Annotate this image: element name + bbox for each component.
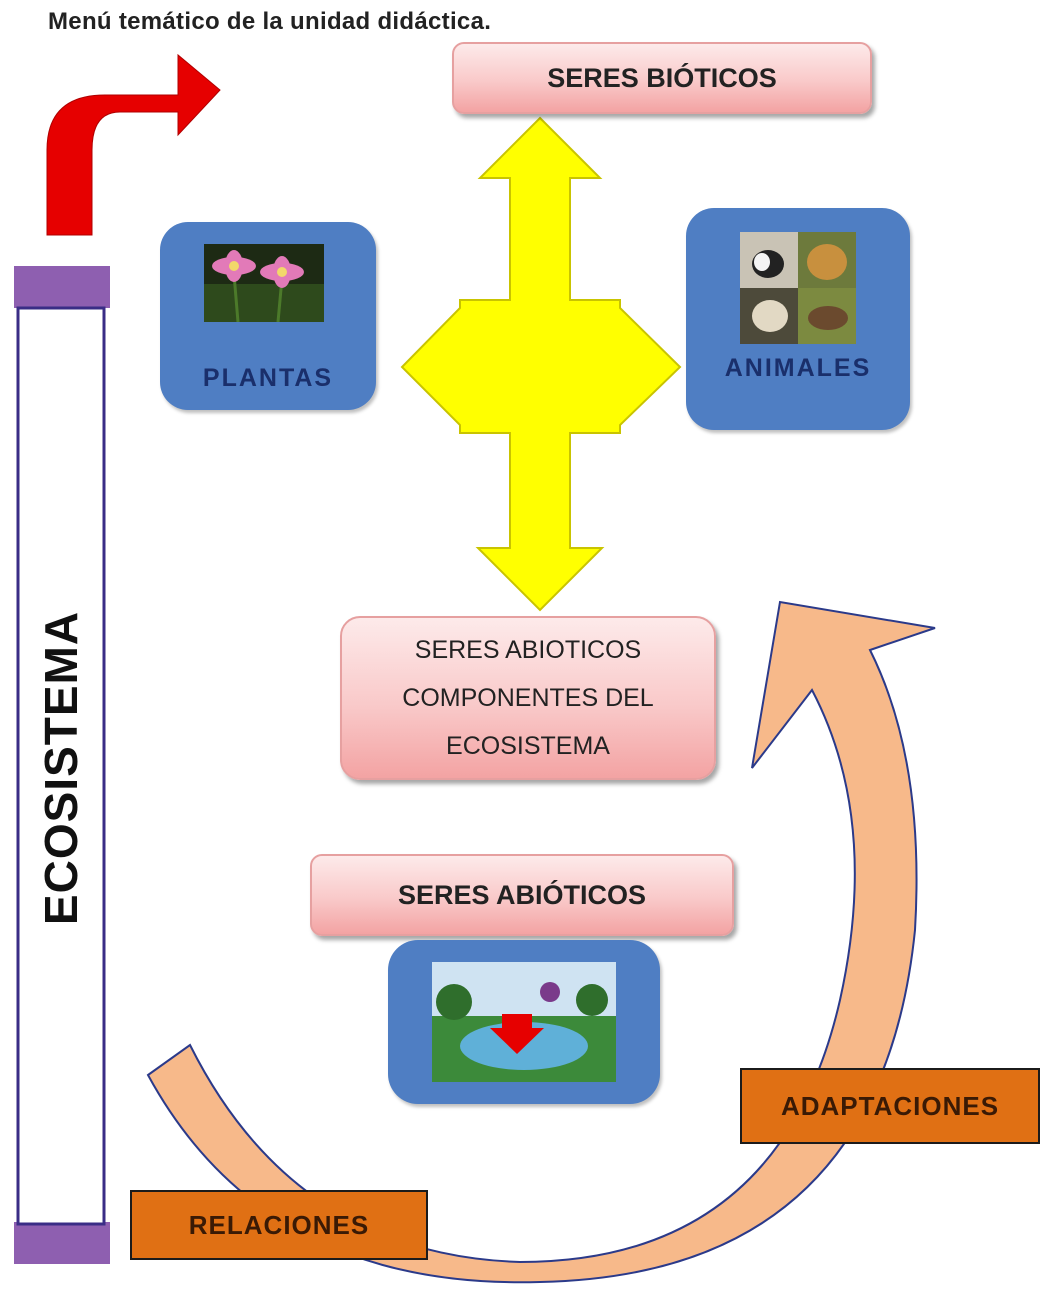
landscape-photo	[432, 962, 616, 1082]
cycle-arrow	[146, 600, 936, 1284]
abioticos-componentes-line2: COMPONENTES DEL	[402, 684, 654, 712]
animales-label: ANIMALES	[724, 354, 872, 382]
abioticos-componentes-line1: SERES ABIOTICOS	[414, 636, 642, 664]
adaptaciones-label: ADAPTACIONES	[780, 1090, 1000, 1121]
animales-box[interactable]: ANIMALES	[686, 208, 910, 430]
plantas-label: PLANTAS	[202, 364, 334, 392]
seres-bioticos-label: SERES BIÓTICOS	[547, 62, 777, 93]
seres-bioticos-box[interactable]: SERES BIÓTICOS	[452, 42, 872, 114]
red-bent-arrow	[46, 53, 221, 236]
side-bar-top-cap	[14, 266, 110, 308]
plantas-box[interactable]: PLANTAS	[160, 222, 376, 410]
adaptaciones-box[interactable]: ADAPTACIONES	[740, 1068, 1040, 1144]
side-bar-bottom-cap	[14, 1222, 110, 1264]
seres-abioticos-box[interactable]: SERES ABIÓTICOS	[310, 854, 734, 936]
yellow-cross-arrow	[400, 116, 682, 612]
relaciones-box[interactable]: RELACIONES	[130, 1190, 428, 1260]
side-bar-body	[16, 306, 106, 1226]
abioticos-image-box[interactable]	[388, 940, 660, 1104]
ecosistema-label: ECOSISTEMA	[35, 610, 87, 926]
animals-photo	[740, 232, 856, 344]
abioticos-componentes-line3: ECOSISTEMA	[446, 732, 610, 760]
flower-photo	[204, 244, 324, 322]
seres-abioticos-label: SERES ABIÓTICOS	[397, 879, 647, 910]
ecosistema-bar[interactable]: ECOSISTEMA	[18, 308, 104, 1228]
relaciones-label: RELACIONES	[188, 1209, 370, 1240]
abioticos-componentes-box[interactable]: SERES ABIOTICOS COMPONENTES DEL ECOSISTE…	[340, 616, 716, 780]
page-caption: Menú temático de la unidad didáctica.	[48, 8, 492, 35]
